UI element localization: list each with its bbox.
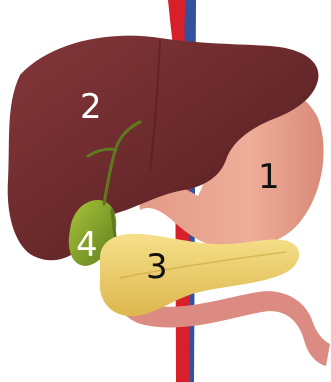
label-stomach: 1 (258, 157, 280, 197)
label-pancreas: 3 (146, 247, 168, 287)
label-liver: 2 (80, 87, 102, 127)
label-gallbladder: 4 (76, 225, 98, 265)
